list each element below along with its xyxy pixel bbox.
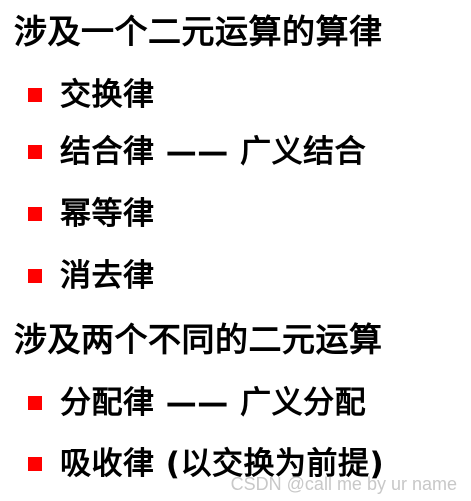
list-item-idempotent: 幂等律 [28,193,155,235]
list-item-label: 交换律 [60,77,155,113]
list-item-label: 吸收律 (以交换为前提) [60,446,385,482]
red-square-bullet-icon [28,145,42,159]
red-square-bullet-icon [28,457,42,471]
list-item-cancellation: 消去律 [28,255,155,297]
red-square-bullet-icon [28,269,42,283]
list-item-absorption: 吸收律 (以交换为前提) [28,443,384,485]
section1-heading: 涉及一个二元运算的算律 [14,12,383,51]
section2-heading: 涉及两个不同的二元运算 [14,320,383,359]
list-item-label: 结合律 —— 广义结合 [60,134,367,170]
list-item-label: 幂等律 [60,196,155,232]
list-item-label: 消去律 [60,258,155,294]
red-square-bullet-icon [28,207,42,221]
red-square-bullet-icon [28,396,42,410]
list-item-commutative: 交换律 [28,74,155,116]
list-item-associative: 结合律 —— 广义结合 [28,131,366,173]
list-item-label: 分配律 —— 广义分配 [60,385,367,421]
watermark: CSDN @call me by ur name [230,474,457,494]
list-item-distributive: 分配律 —— 广义分配 [28,382,366,424]
red-square-bullet-icon [28,88,42,102]
